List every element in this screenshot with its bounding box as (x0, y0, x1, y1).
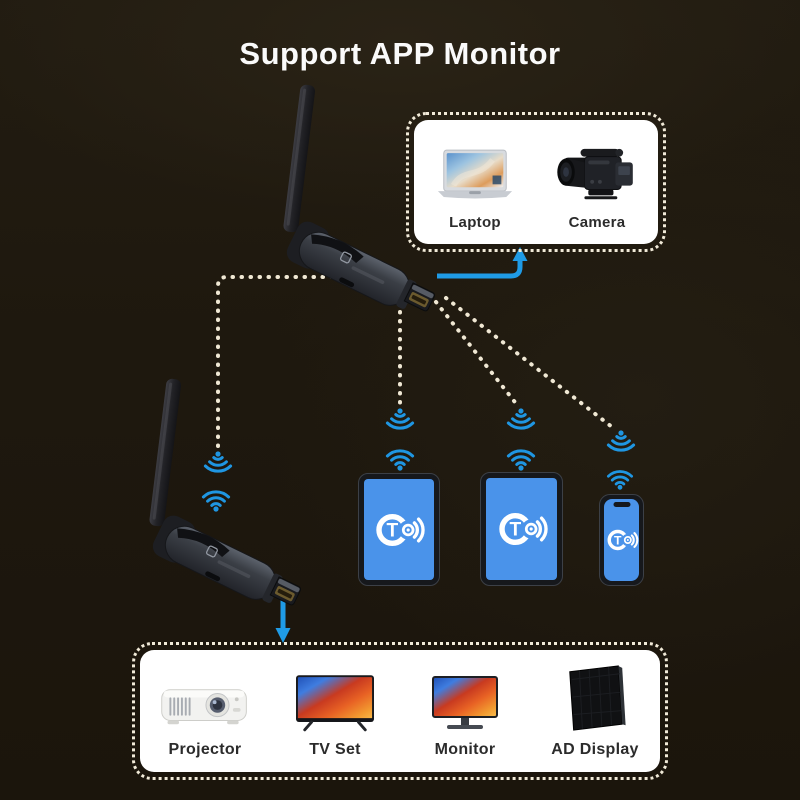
tablet-medium (480, 472, 563, 586)
output-item-tv: TV Set (270, 650, 400, 772)
page-title: Support APP Monitor (239, 36, 561, 71)
wifi-icon (199, 487, 233, 513)
source-devices-panel: Laptop (406, 112, 666, 252)
ad-display-image (569, 665, 626, 731)
source-item-camera: Camera (536, 120, 658, 244)
arrow-to-outputs (275, 599, 291, 643)
wifi-icon (383, 446, 417, 472)
wifi-icon (504, 446, 538, 472)
app-logo-icon (495, 509, 549, 549)
monitor-image (432, 676, 498, 729)
output-item-monitor: Monitor (400, 650, 530, 772)
dotted-line-to-phone (444, 296, 614, 429)
signal-down-icon (504, 407, 538, 433)
output-devices-panel: Projector TV Set Monitor (132, 642, 668, 780)
camera-label: Camera (568, 214, 626, 231)
wifi-icon (604, 467, 636, 491)
source-item-laptop: Laptop (414, 120, 536, 244)
phone-screen (604, 499, 639, 581)
signal-down-icon (604, 429, 638, 455)
projector-label: Projector (168, 741, 242, 758)
monitor-label: Monitor (434, 741, 496, 758)
tv-image (296, 675, 374, 732)
arrow-to-sources (437, 247, 528, 279)
output-item-projector: Projector (140, 650, 270, 772)
tv-label: TV Set (309, 741, 361, 758)
signal-down-icon (383, 407, 417, 433)
app-logo-icon (372, 510, 426, 550)
dotted-line-to-tablet-2 (434, 300, 520, 408)
app-logo-icon (605, 527, 639, 553)
laptop-label: Laptop (449, 214, 501, 231)
projector-image (161, 689, 247, 725)
ad-display-label: AD Display (551, 741, 639, 758)
laptop-image (437, 149, 513, 199)
smartphone (599, 494, 644, 586)
tablet-screen (486, 478, 557, 580)
camera-image (557, 148, 633, 200)
tablet-screen (364, 479, 434, 580)
output-item-ad-display: AD Display (530, 650, 660, 772)
signal-down-icon (201, 450, 235, 476)
tablet-large (358, 473, 440, 586)
phone-notch (613, 502, 630, 507)
